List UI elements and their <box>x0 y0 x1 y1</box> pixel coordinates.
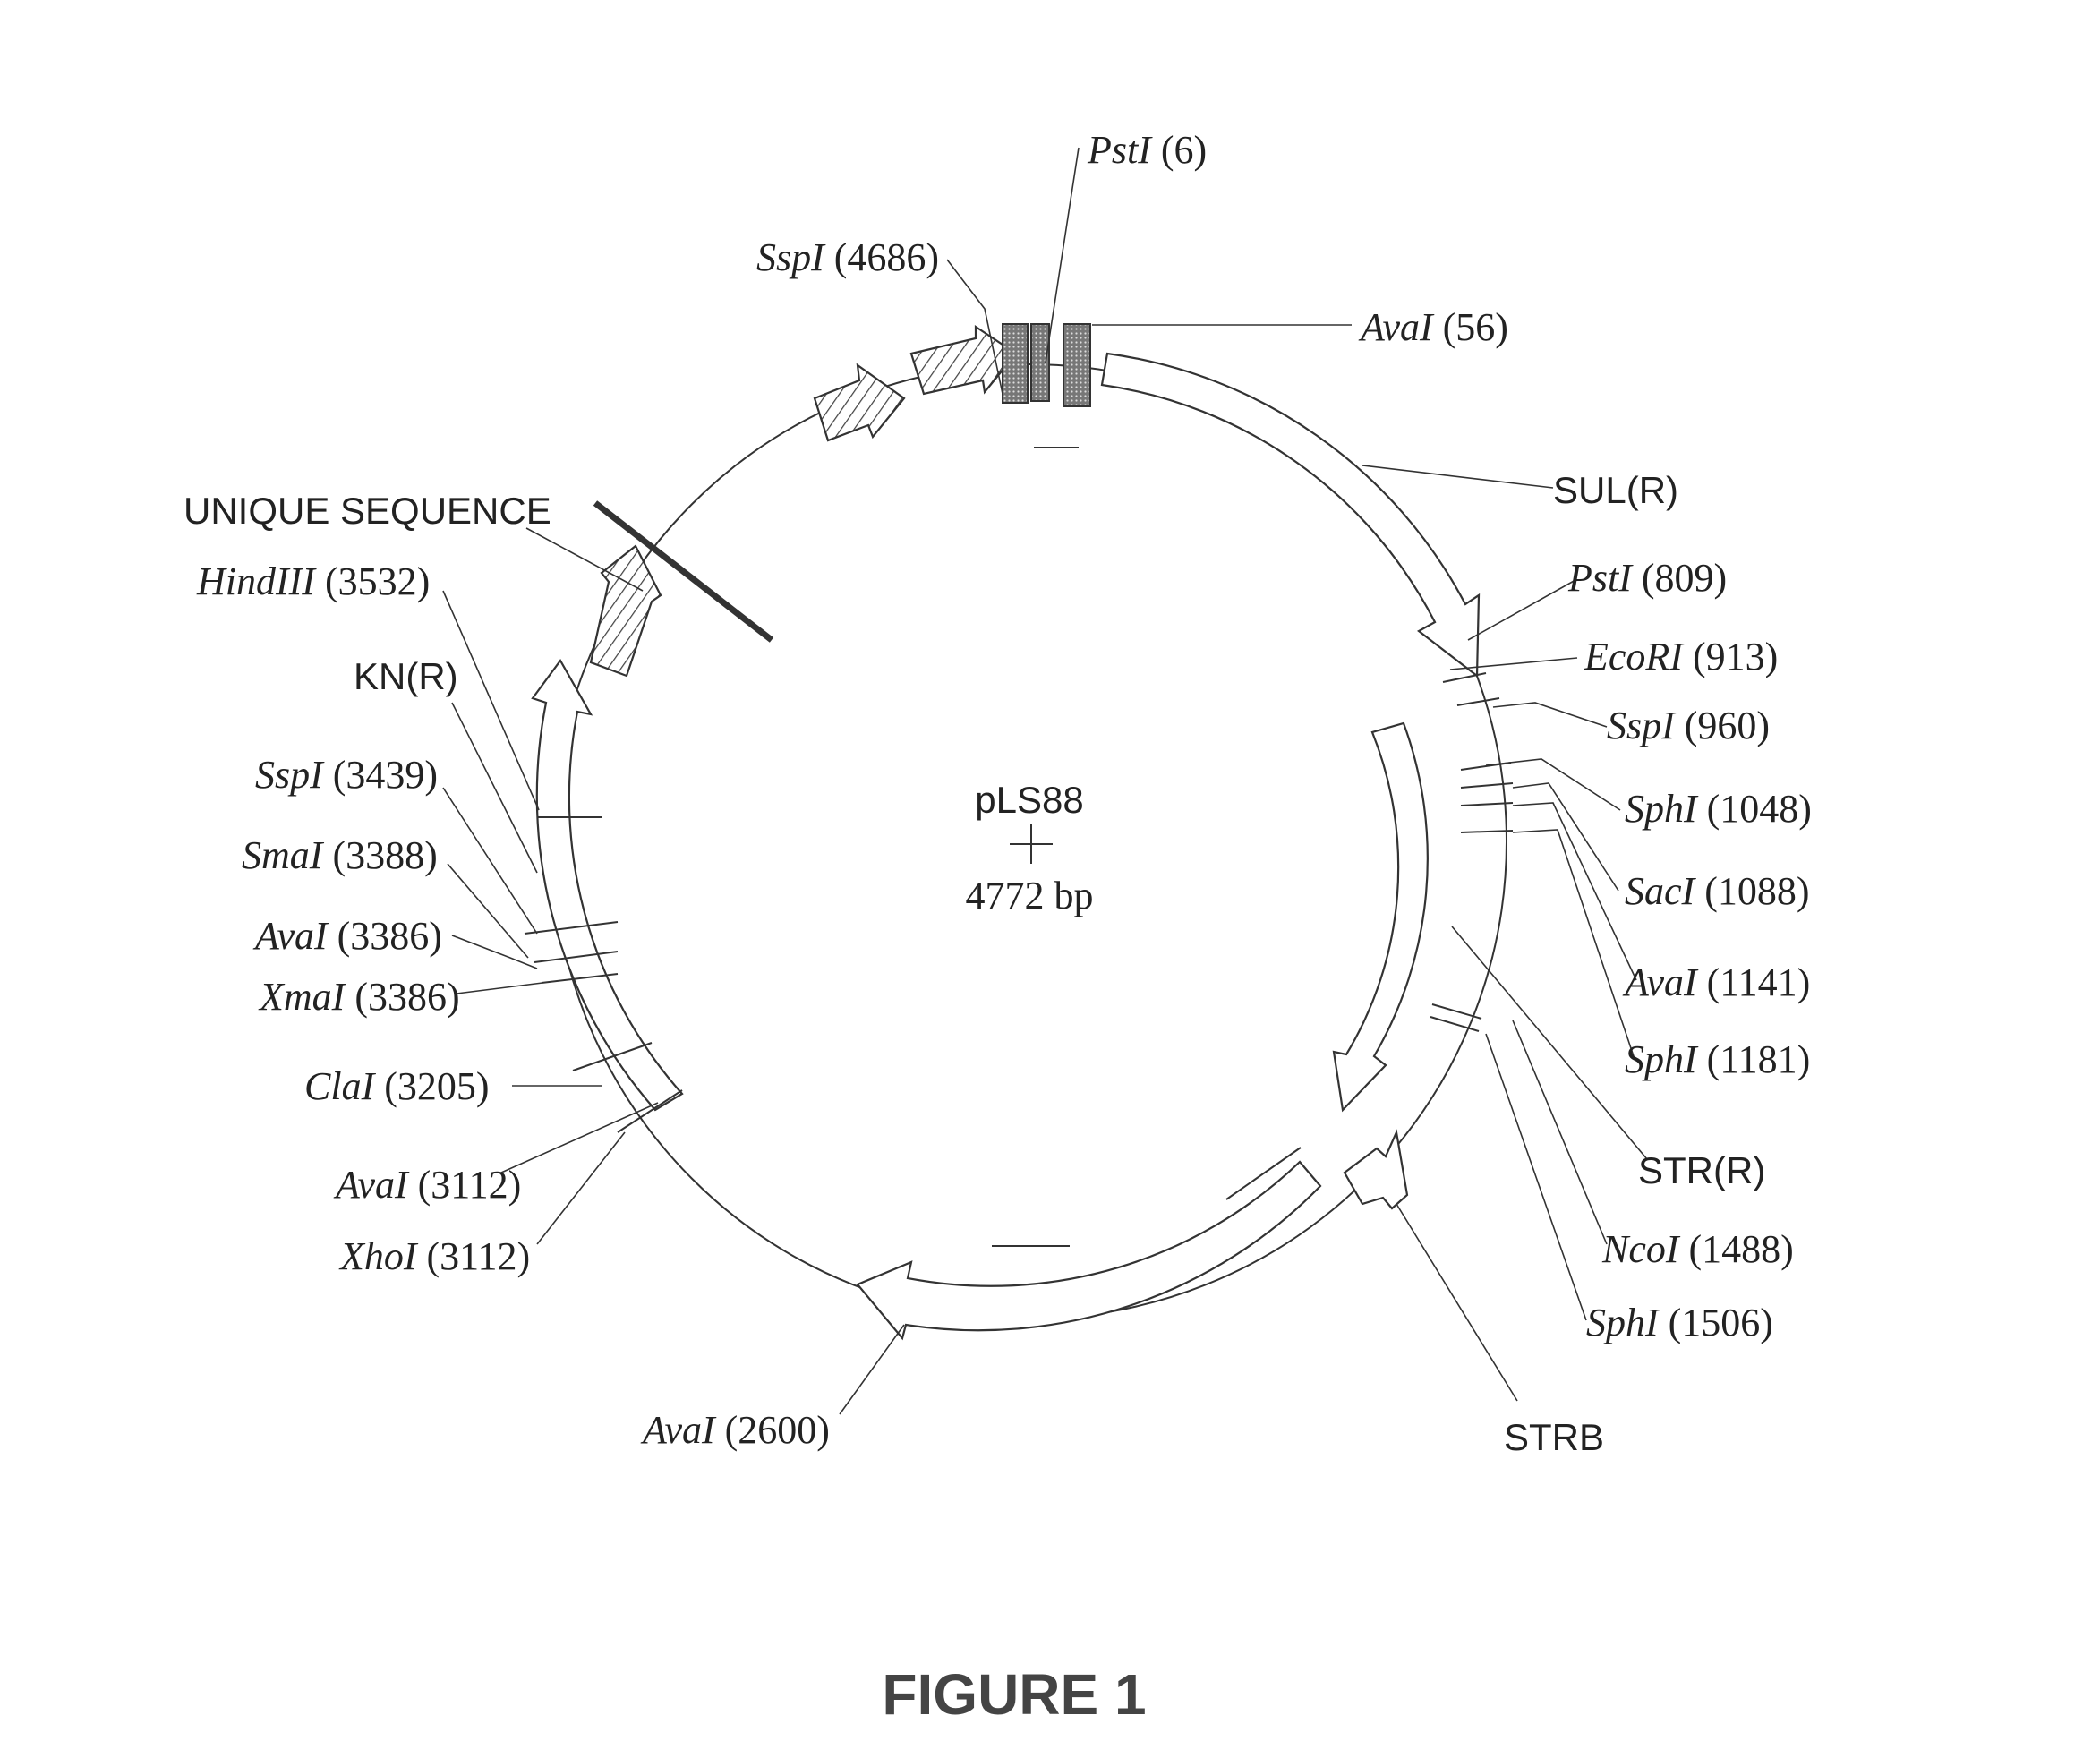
lower-arc-arrow <box>858 1162 1320 1338</box>
site-hindiii-3532: HindIII (3532) <box>196 559 430 603</box>
label-strb: STRB <box>1504 1416 1604 1458</box>
plasmid-size: 4772 bp <box>966 874 1094 917</box>
site-psti-809: PstI (809) <box>1567 556 1727 600</box>
strb-arrow <box>1345 1132 1407 1208</box>
label-str-r: STR(R) <box>1638 1149 1765 1191</box>
top-dense-block-3 <box>1063 324 1090 406</box>
top-dense-block-2 <box>1031 324 1049 401</box>
site-avai-3386: AvaI (3386) <box>252 914 442 958</box>
site-sspi-4686: SspI (4686) <box>756 235 939 279</box>
center-cross <box>1010 824 1053 864</box>
site-ncoi-1488: NcoI (1488) <box>1601 1227 1794 1271</box>
plasmid-name: pLS88 <box>975 779 1083 821</box>
site-psti-6: PstI (6) <box>1087 128 1207 172</box>
site-avai-3112: AvaI (3112) <box>333 1163 521 1207</box>
top-hatched-arrow-1 <box>815 365 904 440</box>
site-sphi-1506: SphI (1506) <box>1586 1301 1773 1344</box>
figure-label: FIGURE 1 <box>882 1662 1146 1727</box>
site-avai-1141: AvaI (1141) <box>1622 960 1810 1004</box>
site-sphi-1048: SphI (1048) <box>1625 787 1812 831</box>
unique-region-arrow <box>591 546 661 676</box>
site-xhoi-3112: XhoI (3112) <box>338 1234 530 1278</box>
site-sspi-3439: SspI (3439) <box>255 753 438 797</box>
site-xmai-3386: XmaI (3386) <box>258 975 460 1019</box>
site-smai-3388: SmaI (3388) <box>242 833 438 877</box>
label-sul-r: SUL(R) <box>1553 469 1678 511</box>
site-avai-2600: AvaI (2600) <box>640 1408 830 1452</box>
site-avai-56: AvaI (56) <box>1358 305 1508 349</box>
site-sspi-960: SspI (960) <box>1607 704 1770 747</box>
kn-r-arrow <box>533 661 682 1110</box>
site-sphi-1181: SphI (1181) <box>1625 1037 1810 1081</box>
str-r-arrow <box>1334 723 1428 1110</box>
label-unique-sequence: UNIQUE SEQUENCE <box>184 490 551 532</box>
site-ecori-913: EcoRI (913) <box>1584 635 1778 678</box>
top-dense-block-1 <box>1003 324 1028 403</box>
site-clai-3205: ClaI (3205) <box>304 1064 490 1108</box>
label-kn-r: KN(R) <box>354 655 458 697</box>
site-saci-1088: SacI (1088) <box>1625 869 1810 913</box>
inner-marks <box>992 448 1301 1246</box>
sul-r-arrow <box>1102 354 1479 676</box>
